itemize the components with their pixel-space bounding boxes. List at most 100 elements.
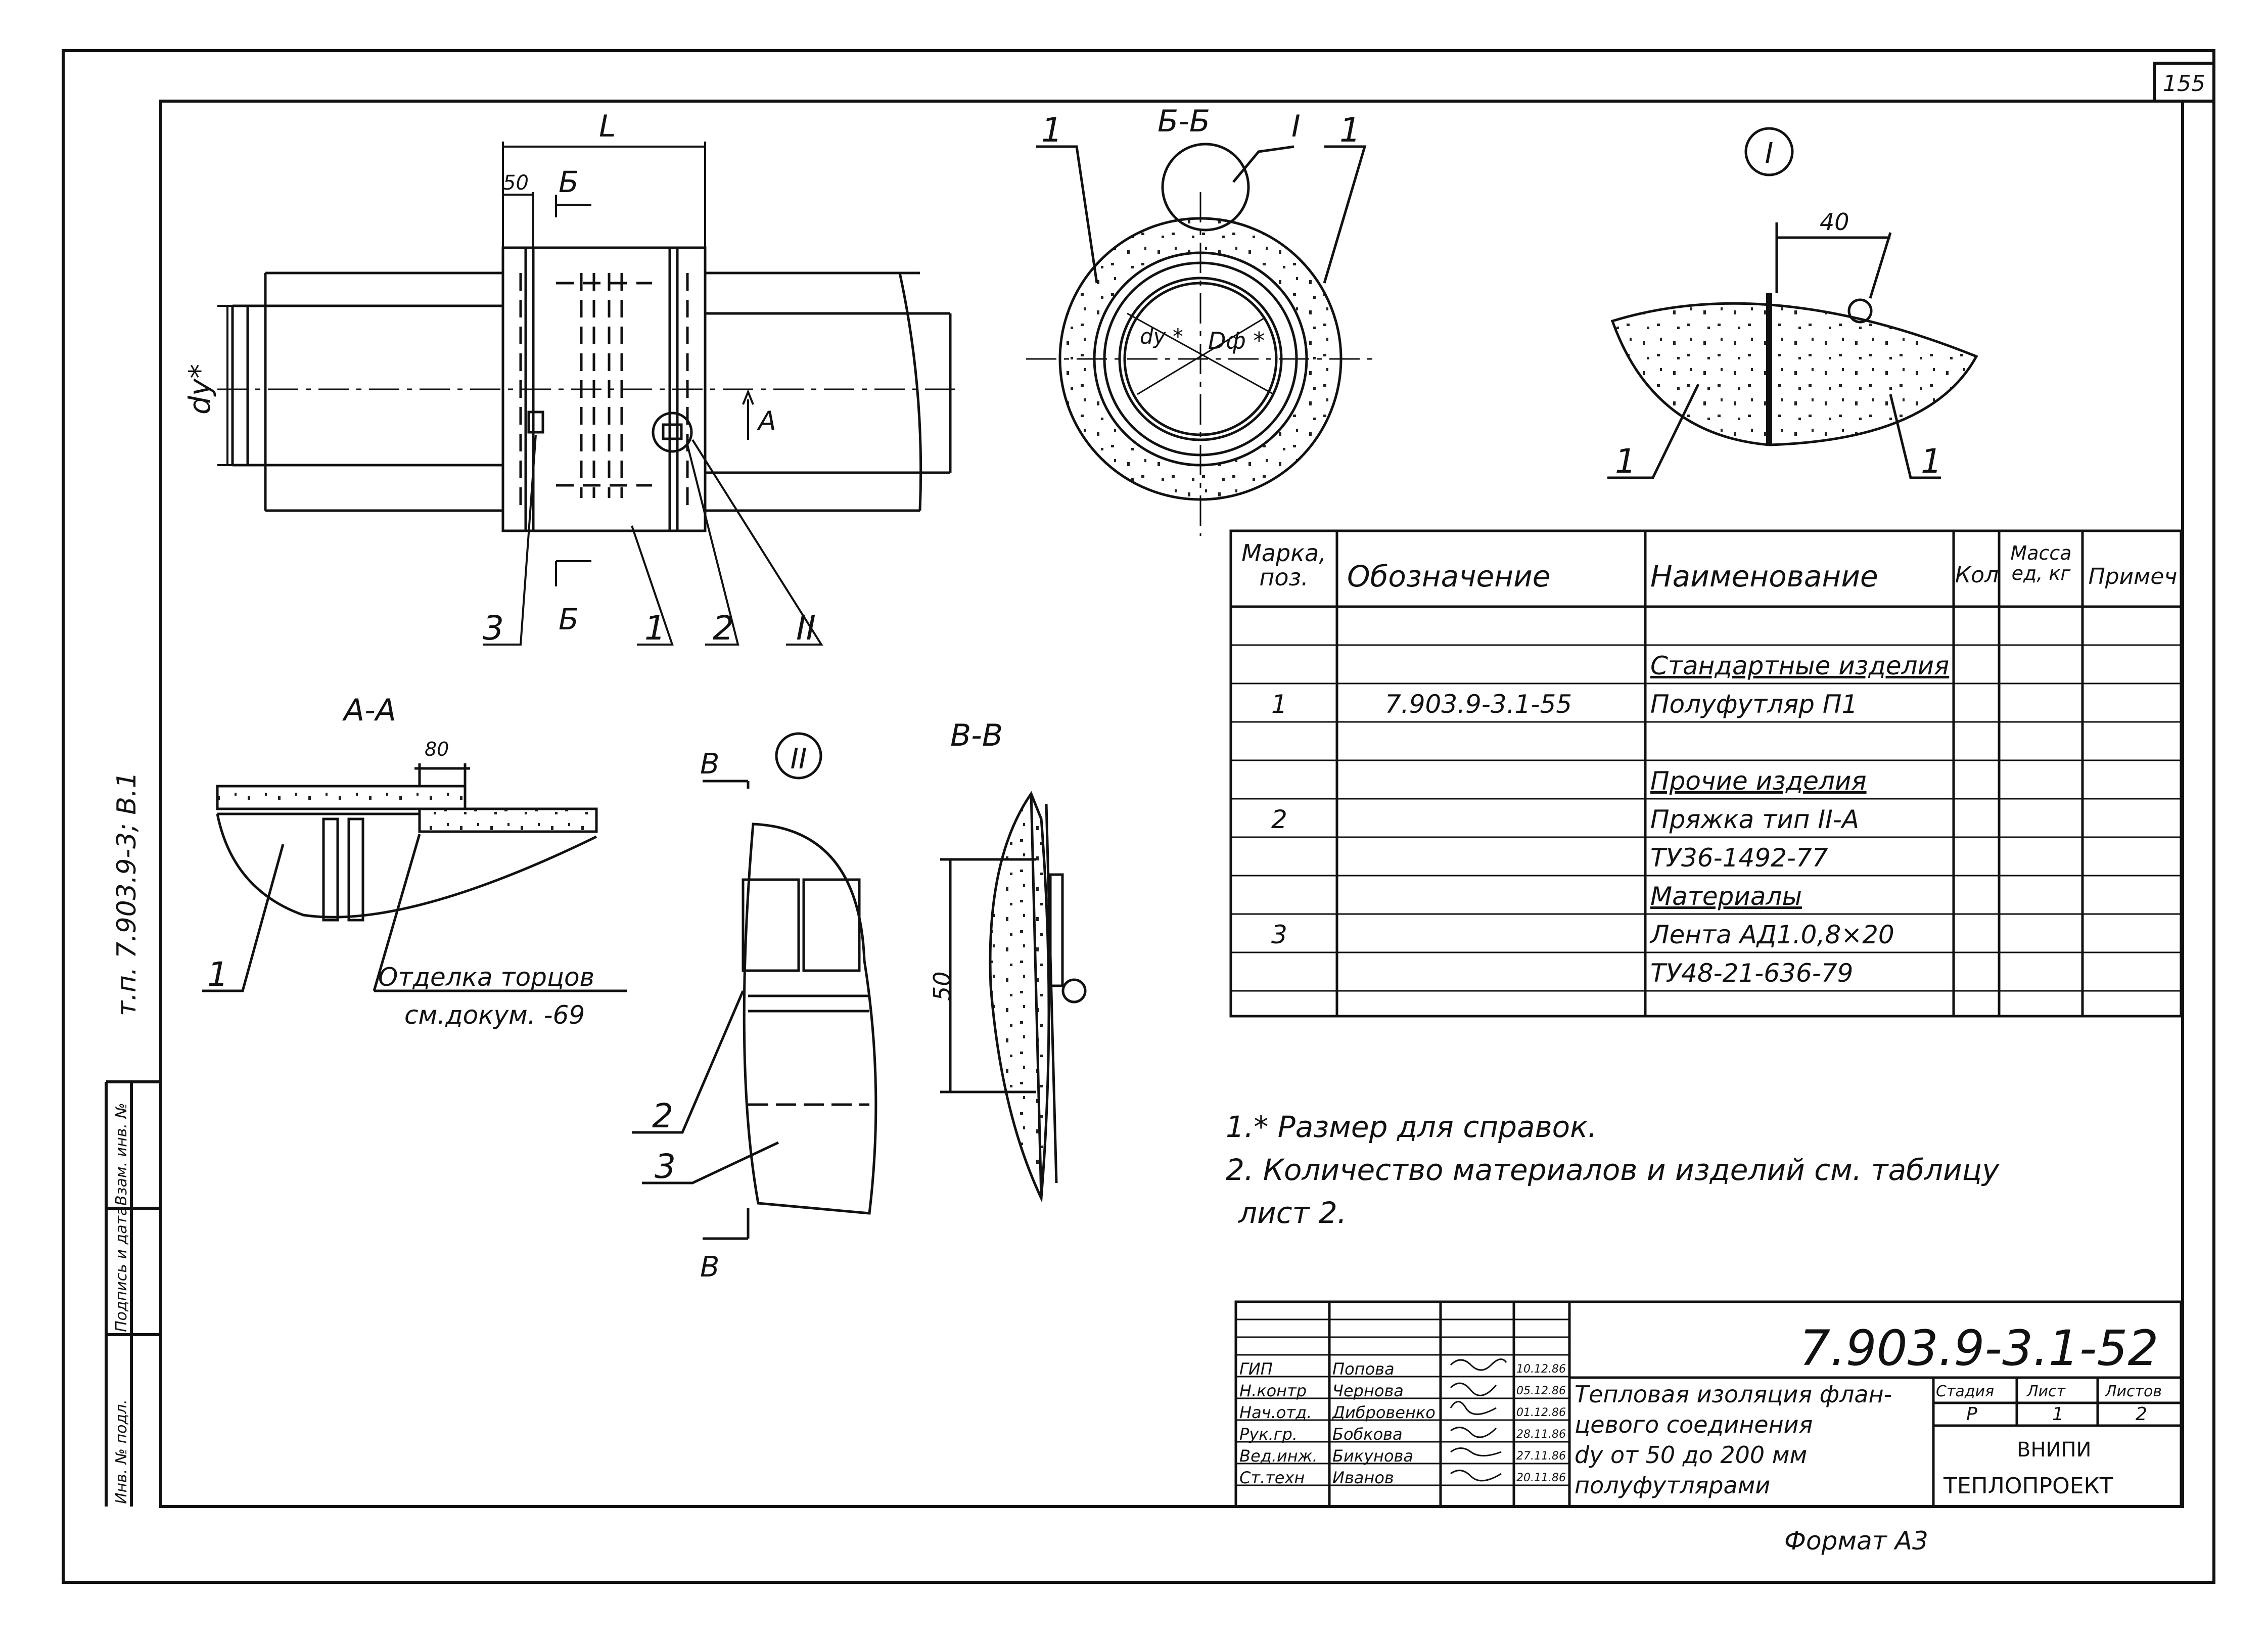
side-stamp: т.п. 7.903.9-3; В.1 bbox=[112, 771, 142, 1016]
detail-I-callout-left: 1 bbox=[1615, 442, 1636, 481]
spec-row-pos: 3 bbox=[1271, 920, 1287, 949]
section-aa-dim: 80 bbox=[425, 738, 449, 760]
detail-II-section-bottom: В bbox=[700, 1251, 719, 1284]
detail-II-title: II bbox=[790, 743, 807, 776]
section-aa-drawing bbox=[202, 763, 627, 992]
signer-date: 10.12.86 bbox=[1516, 1363, 1566, 1376]
signer-date: 20.11.86 bbox=[1516, 1472, 1566, 1484]
signer-name: Попова bbox=[1332, 1359, 1395, 1379]
sheet-value: 1 bbox=[2052, 1404, 2064, 1425]
inner-frame bbox=[159, 100, 2184, 1508]
signer-role: ГИП bbox=[1239, 1359, 1273, 1379]
spec-header-qty: Кол bbox=[1955, 562, 1999, 588]
spec-row-pos: 2 bbox=[1271, 805, 1287, 834]
signer-name: Бобкова bbox=[1332, 1425, 1403, 1444]
spec-row-name: Материалы bbox=[1650, 882, 1802, 911]
section-aa-title: А-А bbox=[342, 693, 396, 728]
dim-length-label: L bbox=[599, 109, 616, 144]
main-callout-1: 1 bbox=[644, 609, 666, 648]
stage-header-sheets: Листов bbox=[2105, 1383, 2162, 1400]
side-column-replace: Взам. инв. № bbox=[113, 1103, 130, 1206]
section-bb-callout-right: 1 bbox=[1339, 111, 1361, 150]
section-b-bottom: Б bbox=[559, 602, 579, 636]
spec-row-name: Полуфутляр П1 bbox=[1650, 690, 1858, 719]
spec-row-name: ТУ36-1492-77 bbox=[1650, 843, 1828, 873]
stage-value: Р bbox=[1966, 1404, 1977, 1425]
detail-II-callout-3: 3 bbox=[655, 1147, 676, 1186]
spec-row-name: Лента АД1.0,8×20 bbox=[1650, 920, 1894, 949]
section-vv-drawing bbox=[940, 791, 1087, 1203]
section-bb-detail-ref: I bbox=[1291, 109, 1301, 144]
side-column-sign: Подпись и дата bbox=[113, 1207, 130, 1333]
spec-header-pos: Марка, поз. bbox=[1241, 539, 1326, 591]
org-line-2: ТЕПЛОПРОЕКТ bbox=[1943, 1473, 2113, 1499]
section-bb-drawing bbox=[1026, 143, 1375, 536]
note-line: 2. Количество материалов и изделий см. т… bbox=[1226, 1153, 2000, 1187]
signer-name: Иванов bbox=[1332, 1468, 1394, 1487]
signer-date: 05.12.86 bbox=[1516, 1385, 1566, 1397]
view-arrow-a: А bbox=[757, 406, 776, 436]
detail-II-drawing bbox=[632, 732, 877, 1240]
main-callout-II: II bbox=[796, 609, 816, 648]
spec-row-name: ТУ48-21-636-79 bbox=[1650, 959, 1854, 988]
section-aa-note-line1: Отделка торцов bbox=[378, 963, 594, 992]
detail-I-title: I bbox=[1765, 137, 1774, 170]
section-b-top: Б bbox=[559, 165, 579, 199]
outer-frame bbox=[62, 49, 2215, 1584]
stage-header-sheet: Лист bbox=[2027, 1383, 2066, 1400]
title-block-grid bbox=[1234, 1300, 2183, 1508]
signer-name: Чернова bbox=[1332, 1381, 1404, 1400]
spec-header-note: Примеч bbox=[2088, 564, 2178, 589]
section-aa-callout: 1 bbox=[207, 955, 228, 994]
spec-row-name: Прочие изделия bbox=[1650, 766, 1867, 796]
signer-role: Н.контр bbox=[1239, 1381, 1307, 1400]
section-bb-callout-left: 1 bbox=[1041, 111, 1062, 150]
section-bb-dim-dy: dу * bbox=[1140, 324, 1183, 349]
spec-row-name: Стандартные изделия bbox=[1650, 651, 1950, 680]
main-view-dimensions bbox=[217, 142, 823, 646]
signer-name: Бикунова bbox=[1332, 1446, 1413, 1466]
org-line-1: ВНИПИ bbox=[2017, 1438, 2092, 1462]
side-stamp-columns bbox=[105, 1080, 161, 1507]
sheet-number: 155 bbox=[2163, 71, 2205, 97]
main-view-pipe bbox=[217, 246, 960, 532]
signer-role: Ст.техн bbox=[1239, 1468, 1305, 1487]
spec-row-pos: 1 bbox=[1271, 690, 1287, 719]
detail-II-callout-2: 2 bbox=[652, 1097, 673, 1135]
detail-I-drawing bbox=[1607, 127, 1978, 479]
signer-name: Дибровенко bbox=[1332, 1403, 1436, 1422]
sheets-value: 2 bbox=[2136, 1404, 2147, 1425]
dim-50-label: 50 bbox=[503, 171, 529, 195]
title-line-2: цевого соединения bbox=[1575, 1411, 1813, 1438]
doc-code: 7.903.9-3.1-52 bbox=[1799, 1320, 2159, 1377]
section-aa-note-line2: см.докум. -69 bbox=[404, 1000, 585, 1030]
sheet-number-box bbox=[2153, 62, 2215, 103]
spec-header-mass: Масса ед, кг bbox=[2010, 542, 2072, 584]
spec-row-code: 7.903.9-3.1-55 bbox=[1385, 690, 1572, 719]
signer-date: 27.11.86 bbox=[1516, 1450, 1566, 1463]
section-bb-title: Б-Б bbox=[1158, 104, 1210, 139]
main-callout-2: 2 bbox=[713, 609, 734, 648]
signer-role: Вед.инж. bbox=[1239, 1446, 1318, 1466]
detail-II-section-top: В bbox=[700, 748, 719, 781]
section-bb-dim-df: Dф * bbox=[1208, 327, 1265, 354]
spec-header-code: Обозначение bbox=[1347, 559, 1551, 594]
detail-I-dim: 40 bbox=[1820, 208, 1849, 236]
signer-role: Нач.отд. bbox=[1239, 1403, 1312, 1422]
title-line-1: Тепловая изоляция флан- bbox=[1575, 1381, 1892, 1408]
detail-I-callout-right: 1 bbox=[1921, 442, 1942, 481]
note-line: 1.* Размер для справок. bbox=[1226, 1110, 1597, 1144]
main-callout-3: 3 bbox=[483, 609, 504, 648]
signer-date: 01.12.86 bbox=[1516, 1406, 1566, 1419]
section-vv-dim: 50 bbox=[929, 971, 956, 1001]
side-column-inv: Инв. № подл. bbox=[113, 1399, 130, 1504]
signer-date: 28.11.86 bbox=[1516, 1428, 1566, 1441]
section-vv-title: В-В bbox=[950, 718, 1003, 753]
spec-row-name: Пряжка тип II-А bbox=[1650, 805, 1860, 834]
title-line-3: dy от 50 до 200 мм bbox=[1575, 1441, 1808, 1469]
format-label: Формат А3 bbox=[1784, 1526, 1928, 1556]
signer-role: Рук.гр. bbox=[1239, 1425, 1298, 1444]
title-line-4: полуфутлярами bbox=[1575, 1472, 1771, 1499]
note-line: лист 2. bbox=[1238, 1196, 1347, 1230]
